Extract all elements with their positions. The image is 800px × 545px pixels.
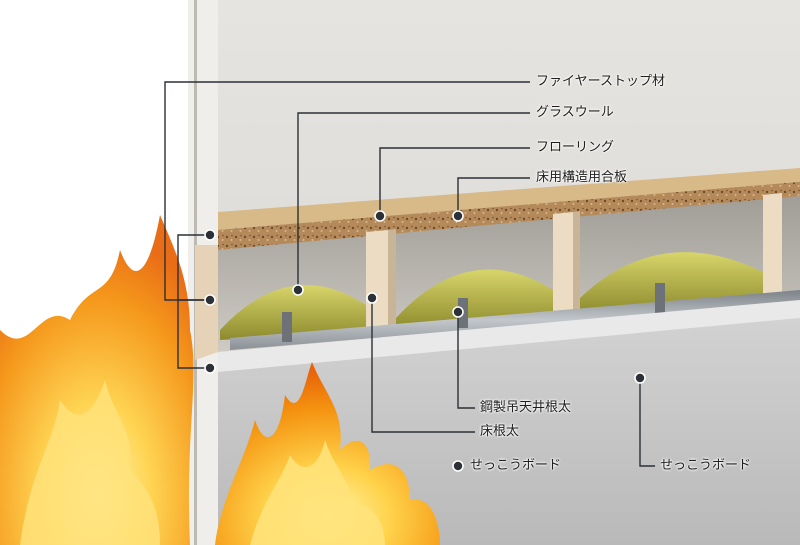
label-gypsum-board-left: せっこうボード [470,458,562,473]
label-floor-joist: 床根太 [480,424,520,439]
flame-icon [0,215,440,545]
label-gypsum-board-right: せっこうボード [660,458,752,473]
label-steel-joist: 鋼製吊天井根太 [480,400,572,415]
flooring [218,168,800,230]
ceiling-board-edge [218,300,800,372]
leader-dot [204,210,646,472]
label-glass-wool: グラスウール [536,105,614,120]
label-fire-stop: ファイヤーストップ材 [536,74,665,89]
floor-plywood [218,182,800,250]
label-floor-plywood: 床用構造用合板 [536,170,628,185]
leader-lines [164,81,655,467]
label-flooring: フローリング [536,140,615,155]
